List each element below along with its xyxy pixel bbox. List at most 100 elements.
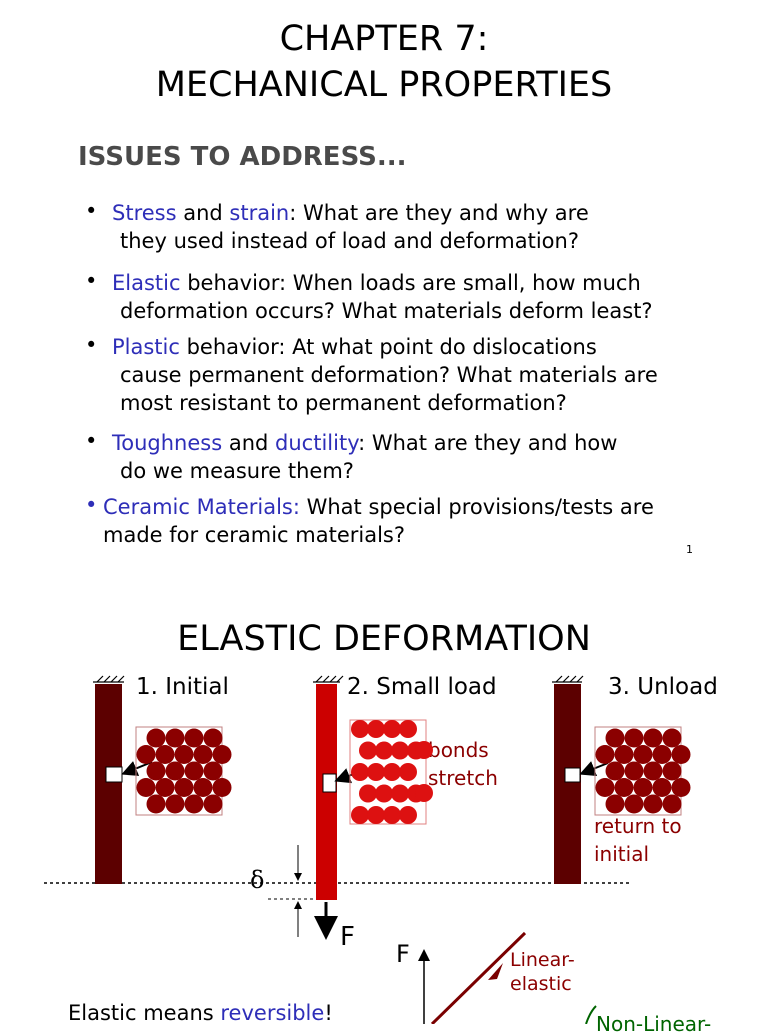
atom	[383, 806, 401, 824]
atom	[174, 778, 194, 797]
bullet-dot: •	[85, 333, 98, 357]
bullet-dot: •	[85, 493, 98, 517]
nonlinear-curve	[585, 1005, 597, 1024]
atom	[203, 794, 223, 814]
chapter-subtitle: MECHANICAL PROPERTIES	[155, 65, 613, 105]
atom	[399, 763, 417, 781]
keyword-reversible: reversible	[220, 1001, 325, 1025]
force-label: F	[340, 922, 355, 952]
slide-title: ELASTIC DEFORMATION	[177, 619, 591, 659]
atom	[212, 778, 232, 797]
atom	[351, 806, 369, 824]
chapter-title: CHAPTER 7:	[279, 19, 489, 59]
atom	[193, 745, 213, 764]
page-number: 1	[686, 543, 693, 556]
sample-rectangle	[322, 773, 337, 793]
atom-box-loaded	[349, 719, 427, 825]
atom	[415, 741, 433, 759]
keyword-toughness: Toughness	[112, 431, 223, 455]
atom	[643, 794, 663, 814]
atom	[605, 794, 625, 814]
atom	[184, 761, 204, 781]
return-label: return to	[594, 814, 682, 838]
atom	[671, 778, 691, 797]
stage-small-load-label: 2. Small load	[347, 674, 497, 700]
atom	[146, 761, 166, 781]
atom	[136, 778, 156, 797]
stretch-label: stretch	[428, 766, 498, 790]
atom	[375, 784, 393, 803]
atom	[633, 778, 653, 797]
atom	[146, 728, 166, 748]
atom	[203, 728, 223, 748]
stage-small-load	[294, 675, 433, 940]
stage-unload	[552, 675, 691, 884]
bullet-dot: •	[85, 269, 98, 293]
graph-f-label: F	[396, 940, 410, 968]
atom	[624, 728, 644, 748]
atom	[383, 763, 401, 781]
hatch-support-icon	[93, 675, 125, 683]
load-deformation-graph	[418, 931, 597, 1024]
atom	[136, 745, 156, 764]
atom	[155, 778, 175, 797]
atom	[146, 794, 166, 814]
issues-heading: ISSUES TO ADDRESS...	[78, 142, 407, 172]
atom	[399, 720, 417, 738]
atom	[605, 728, 625, 748]
atom	[359, 784, 377, 803]
stage-initial	[93, 675, 232, 884]
atom	[165, 761, 185, 781]
atom-lattice-returned	[595, 728, 691, 814]
keyword-ceramic: Ceramic Materials:	[103, 495, 300, 519]
stage-unload-label: 3. Unload	[608, 674, 718, 700]
atom	[671, 745, 691, 764]
bullet-dot: •	[85, 199, 98, 223]
stage-initial-label: 1. Initial	[136, 674, 229, 700]
atom	[184, 728, 204, 748]
atom	[165, 794, 185, 814]
atom	[155, 745, 175, 764]
atom	[367, 763, 385, 781]
atom	[595, 778, 615, 797]
atom	[662, 728, 682, 748]
hatch-support-icon	[313, 675, 344, 683]
atom	[614, 778, 634, 797]
sample-square	[564, 767, 581, 783]
linear-label: Linear-	[510, 949, 575, 971]
atom	[662, 761, 682, 781]
atom	[633, 745, 653, 764]
atom-lattice-stretched	[351, 720, 433, 824]
elastic-label: elastic	[510, 973, 572, 995]
atom	[367, 720, 385, 738]
atom	[212, 745, 232, 764]
atom	[174, 745, 194, 764]
keyword-stress: Stress	[112, 201, 177, 225]
delta-symbol: δ	[250, 866, 265, 894]
linear-arrowhead-icon	[488, 963, 503, 980]
keyword-plastic: Plastic	[112, 335, 180, 359]
atom	[391, 784, 409, 803]
atom	[614, 745, 634, 764]
atom	[399, 806, 417, 824]
elastic-means-text: Elastic means reversible!	[68, 1001, 333, 1025]
keyword-elastic: Elastic	[112, 271, 181, 295]
bullet-dot: •	[85, 429, 98, 453]
atom	[662, 794, 682, 814]
atom	[391, 741, 409, 760]
atom	[359, 741, 377, 760]
atom	[165, 728, 185, 748]
hatch-support-icon	[552, 675, 584, 683]
bar-unloaded	[554, 684, 581, 884]
atom	[624, 761, 644, 781]
atom	[351, 720, 369, 738]
linear-elastic-line	[430, 931, 527, 1024]
keyword-ductility: ductility	[275, 431, 359, 455]
atom	[415, 784, 433, 802]
atom	[605, 761, 625, 781]
atom	[652, 745, 672, 764]
atom	[184, 794, 204, 814]
atom	[624, 794, 644, 814]
atom	[652, 778, 672, 797]
